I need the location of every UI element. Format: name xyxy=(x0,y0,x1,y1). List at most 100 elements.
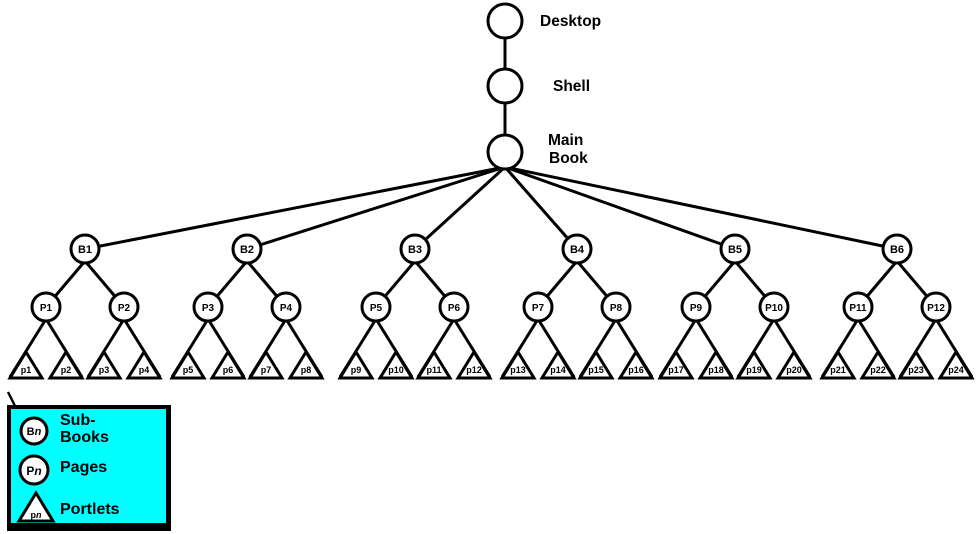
page-node-label: P2 xyxy=(118,303,131,314)
portlet-triangle-p21 xyxy=(819,349,857,380)
page-node-label: P11 xyxy=(849,303,867,314)
portlet-label: p11 xyxy=(426,365,441,375)
portlet-triangle-p8 xyxy=(287,349,325,380)
portlet-label: p8 xyxy=(301,365,312,375)
page-node-P5 xyxy=(360,291,392,323)
book-node-label: B2 xyxy=(240,244,254,256)
portlet-triangle-p1 xyxy=(7,349,45,380)
portlet-label: p22 xyxy=(870,365,886,375)
portlet-triangle-p23 xyxy=(897,349,935,380)
portlet-label: p6 xyxy=(223,365,234,375)
portlet-label: p7 xyxy=(261,365,272,375)
book-node-label: B6 xyxy=(890,244,904,256)
portlet-triangle-p18 xyxy=(697,349,735,380)
shell-node-label: Shell xyxy=(553,78,590,95)
page-node-label: P3 xyxy=(202,303,215,314)
portlet-triangle-p10 xyxy=(377,349,415,380)
page-node-P8 xyxy=(600,291,632,323)
book-node-B6 xyxy=(881,233,913,265)
portlet-triangle-p12 xyxy=(455,349,493,380)
main-book-node-label-line1: Main xyxy=(548,132,583,149)
book-node-label: B5 xyxy=(728,244,742,256)
desktop-node xyxy=(486,2,524,40)
portlet-triangle-p13 xyxy=(499,349,537,380)
portlet-label: p1 xyxy=(21,365,32,375)
page-node-label: P1 xyxy=(40,303,53,314)
portlet-label: p17 xyxy=(668,365,684,375)
pages-circle-icon: Pn xyxy=(18,454,50,486)
page-node-P1 xyxy=(30,291,62,323)
portlet-triangle-p22 xyxy=(859,349,897,380)
portlet-triangle-p16 xyxy=(617,349,655,380)
portlet-label: p24 xyxy=(948,365,964,375)
page-node-P7 xyxy=(522,291,554,323)
book-node-B1 xyxy=(69,233,101,265)
book-node-label: B4 xyxy=(570,244,585,256)
portlet-triangle-p15 xyxy=(577,349,615,380)
page-node-P3 xyxy=(192,291,224,323)
portlet-label: p13 xyxy=(510,365,526,375)
portlet-triangle-p3 xyxy=(85,349,123,380)
page-node-P11 xyxy=(842,291,874,323)
book-node-B5 xyxy=(719,233,751,265)
edge-mainbook-to-book xyxy=(504,165,736,251)
portlets-label: Portlets xyxy=(60,501,120,518)
portlet-triangle-p11 xyxy=(415,349,453,380)
portlet-label: p9 xyxy=(351,365,362,375)
desktop-node-label: Desktop xyxy=(540,13,601,30)
page-node-P4 xyxy=(270,291,302,323)
shell-node xyxy=(486,67,524,105)
book-node-B4 xyxy=(561,233,593,265)
book-node-label: B3 xyxy=(408,244,422,256)
portlet-triangle-p14 xyxy=(539,349,577,380)
page-node-P6 xyxy=(438,291,470,323)
book-node-B3 xyxy=(399,233,431,265)
svg-text:Bn: Bn xyxy=(27,426,42,438)
portlet-triangle-p9 xyxy=(337,349,375,380)
edge-mainbook-to-book xyxy=(246,165,506,251)
portlet-triangle-p17 xyxy=(657,349,695,380)
portlet-label: p3 xyxy=(99,365,110,375)
portlet-label: p5 xyxy=(183,365,194,375)
portlet-label: p20 xyxy=(786,365,802,375)
edge-mainbook-to-book xyxy=(413,165,507,251)
page-node-label: P5 xyxy=(370,303,383,314)
edge-mainbook-to-book xyxy=(504,165,898,251)
portlet-label: p14 xyxy=(550,365,566,375)
portlet-triangle-p5 xyxy=(169,349,207,380)
portlet-label: p4 xyxy=(139,365,150,375)
portlet-label: p10 xyxy=(388,365,404,375)
edge-mainbook-to-book xyxy=(503,166,579,250)
legend-box: Bn Sub- Books Pn Pages pn Portlets xyxy=(7,405,171,531)
portlet-label: p23 xyxy=(908,365,924,375)
page-node-P12 xyxy=(920,291,952,323)
svg-text:pn: pn xyxy=(31,510,43,520)
portlet-label: p2 xyxy=(61,365,72,375)
page-node-label: P10 xyxy=(765,303,783,314)
subbooks-circle-icon: Bn xyxy=(19,416,49,446)
portlet-label: p16 xyxy=(628,365,644,375)
portlet-triangle-p2 xyxy=(47,349,85,380)
page-node-label: P12 xyxy=(927,303,945,314)
portlet-label: p18 xyxy=(708,365,724,375)
page-node-label: P8 xyxy=(610,303,623,314)
portlet-label: p21 xyxy=(830,365,846,375)
page-node-P9 xyxy=(680,291,712,323)
page-node-P2 xyxy=(108,291,140,323)
pages-label: Pages xyxy=(60,459,108,476)
portlet-triangle-p7 xyxy=(247,349,285,380)
portlets-triangle-icon: pn xyxy=(16,490,56,523)
book-node-B2 xyxy=(231,233,263,265)
portlet-label: p19 xyxy=(746,365,762,375)
page-node-P10 xyxy=(758,291,790,323)
page-node-label: P9 xyxy=(690,303,703,314)
portlet-label: p12 xyxy=(466,365,482,375)
portlet-triangle-p4 xyxy=(125,349,163,380)
portlet-triangle-p24 xyxy=(937,349,975,380)
page-node-label: P4 xyxy=(280,303,293,314)
portlet-triangle-p19 xyxy=(735,349,773,380)
edge-mainbook-to-book xyxy=(84,165,506,251)
page-node-label: P6 xyxy=(448,303,461,314)
